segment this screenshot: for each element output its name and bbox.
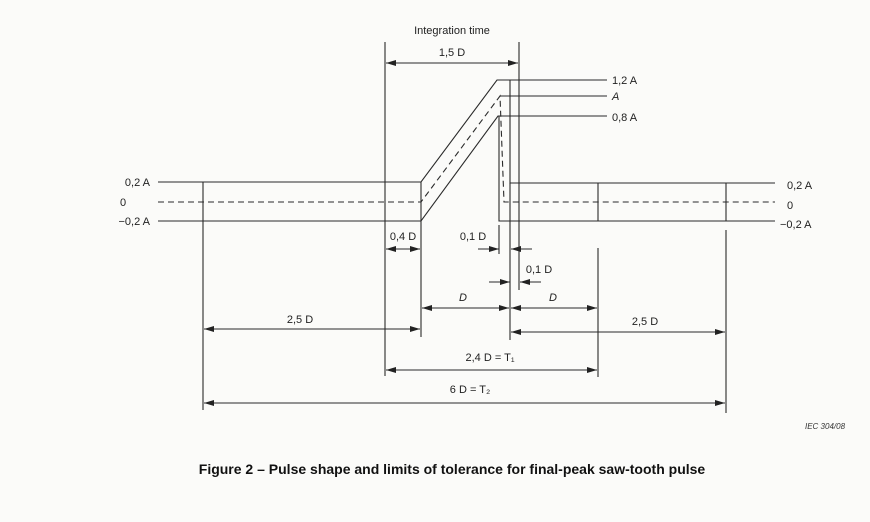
- nominal-pulse-line: [158, 94, 775, 203]
- integration-time-label: Integration time: [414, 25, 490, 37]
- level-0-8a-label: 0,8 A: [612, 112, 638, 124]
- left-level-upper: 0,2 A: [125, 177, 151, 189]
- right-level-upper: 0,2 A: [787, 180, 813, 192]
- dim-1-5d-label: 1,5 D: [439, 47, 465, 59]
- dim-2-5d-left-label: 2,5 D: [287, 314, 313, 326]
- right-level-lower: −0,2 A: [780, 219, 812, 231]
- dim-0-4d-label: 0,4 D: [390, 231, 416, 243]
- dim-2-5d-right-label: 2,5 D: [632, 316, 658, 328]
- dim-0-1d-a-label: 0,1 D: [460, 231, 486, 243]
- right-level-zero: 0: [787, 200, 793, 212]
- tolerance-band: [158, 79, 775, 222]
- dim-d-right-label: D: [549, 292, 557, 304]
- extension-lines: [202, 42, 727, 413]
- dim-d-left-label: D: [459, 292, 467, 304]
- level-a-label: A: [611, 91, 619, 103]
- left-level-zero: 0: [120, 197, 126, 209]
- left-level-lower: −0,2 A: [118, 216, 150, 228]
- dim-0-1d-b-label: 0,1 D: [526, 264, 552, 276]
- dimension-arrows: [204, 60, 725, 406]
- dim-t1-label: 2,4 D = T₁: [465, 352, 514, 364]
- level-1-2a-label: 1,2 A: [612, 75, 638, 87]
- lower-limit-right: [498, 116, 775, 222]
- lower-limit-line: [158, 115, 607, 222]
- figure-caption: Figure 2 – Pulse shape and limits of tol…: [199, 461, 706, 477]
- iec-reference: IEC 304/08: [805, 422, 846, 431]
- dim-t2-label: 6 D = T₂: [450, 384, 490, 396]
- upper-limit-line: [158, 79, 607, 183]
